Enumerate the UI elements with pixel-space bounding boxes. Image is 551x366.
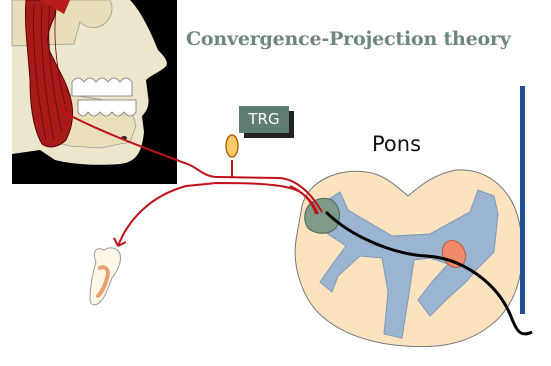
diagram-title: Convergence-Projection theory	[186, 28, 546, 50]
jaw-illustration	[12, 0, 177, 184]
upper-teeth	[72, 78, 132, 96]
tooth-illustration	[90, 248, 121, 305]
trg-label-box: TRG	[239, 106, 289, 133]
trg-label: TRG	[239, 110, 289, 128]
vertical-bar	[520, 86, 525, 314]
pons-section	[295, 170, 522, 347]
nerve-from-tooth	[118, 183, 318, 246]
nucleus-left	[305, 198, 340, 233]
lower-teeth	[78, 100, 136, 116]
pons-label: Pons	[372, 132, 421, 156]
ganglion-oval	[226, 135, 238, 157]
